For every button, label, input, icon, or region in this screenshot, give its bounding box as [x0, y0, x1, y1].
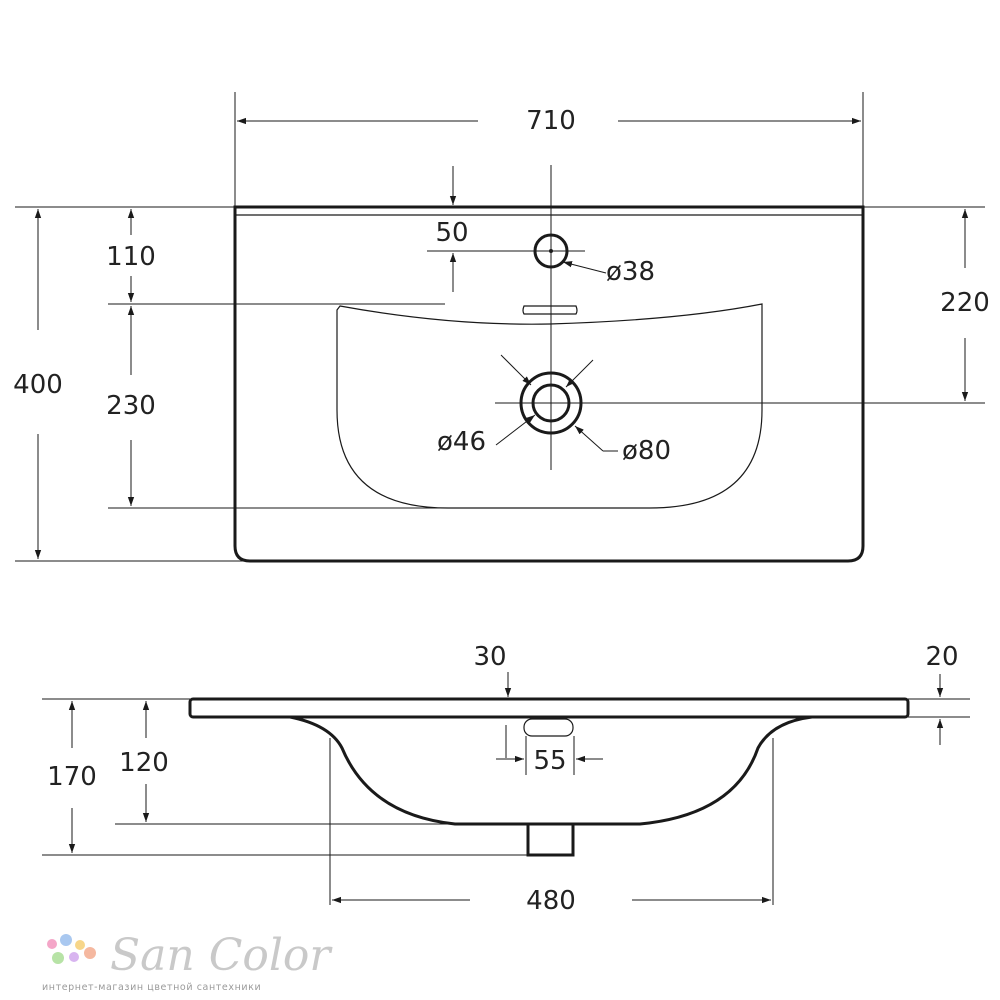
label-drain-hole: ø46 [437, 427, 486, 457]
watermark-dot [60, 934, 72, 946]
dim-overflow-width: 55 [533, 746, 566, 776]
dim-faucet-offset: 110 [106, 242, 156, 272]
dim-bowl-width: 480 [526, 886, 576, 916]
dim-total-height: 170 [47, 762, 97, 792]
overflow-slot [522, 305, 578, 315]
overflow-side [523, 718, 574, 737]
label-faucet-hole: ø38 [606, 257, 655, 287]
rim-slab [188, 697, 910, 719]
top-view: 710 400 110 230 220 50 ø38 ø46 [13, 92, 990, 563]
watermark-dot [69, 952, 79, 962]
watermark-dot [84, 947, 96, 959]
dim-depth: 400 [13, 370, 63, 400]
dim-rim-offset: 30 [473, 642, 506, 672]
bowl-outline [336, 303, 763, 509]
dim-bowl-depth: 230 [106, 391, 156, 421]
watermark-dot [75, 940, 85, 950]
watermark: San Color интернет-магазин цветной санте… [42, 930, 333, 993]
dim-faucet-from-edge: 50 [435, 218, 468, 248]
watermark-tagline: интернет-магазин цветной сантехники [42, 982, 261, 993]
label-drain-ring: ø80 [622, 436, 671, 466]
watermark-dots-icon [47, 934, 96, 964]
dim-rim-thickness: 20 [925, 642, 958, 672]
basin-outline-top [233, 205, 865, 563]
dim-drain-offset: 220 [940, 288, 990, 318]
watermark-brand: San Color [110, 930, 333, 981]
dim-width: 710 [526, 106, 576, 136]
side-view: 30 20 170 120 55 480 [42, 642, 970, 916]
dim-bowl-height: 120 [119, 748, 169, 778]
watermark-dot [47, 939, 57, 949]
watermark-dot [52, 952, 64, 964]
drain-pipe [526, 822, 575, 857]
